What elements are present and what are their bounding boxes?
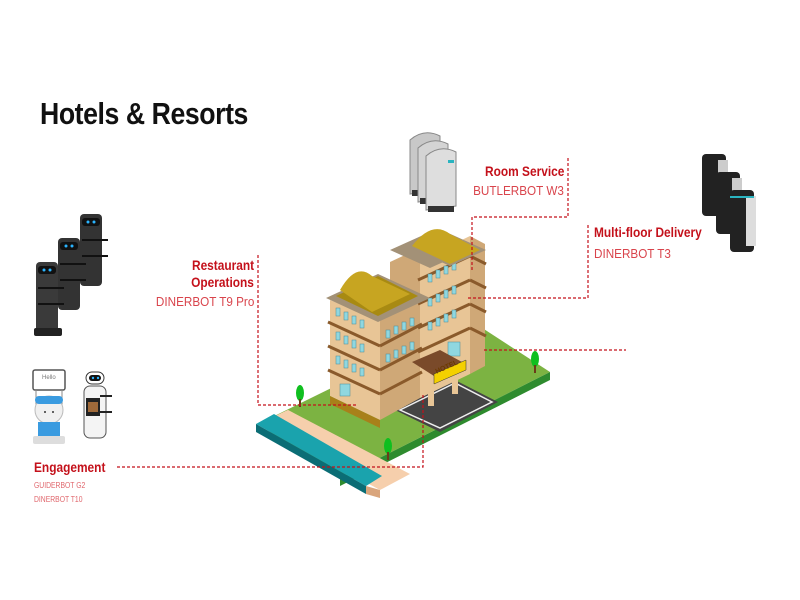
hotel-entrance	[412, 350, 467, 406]
restaurant-heading-line2: Operations	[191, 274, 254, 290]
dinerbot-t3-robots	[702, 154, 756, 252]
room-service-heading: Room Service	[484, 163, 564, 179]
connector-room-service	[471, 158, 569, 271]
guiderbot-screen-text: Hello	[42, 375, 56, 381]
tree-icon	[296, 351, 539, 460]
connector-multi-floor	[467, 225, 589, 299]
multi-floor-heading: Multi-floor Delivery	[594, 224, 702, 240]
room-service-product: BUTLERBOT W3	[473, 183, 564, 198]
engagement-heading: Engagement	[34, 459, 106, 475]
connector-engagement	[117, 395, 424, 468]
multi-floor-product: DINERBOT T3	[594, 246, 671, 261]
engagement-product-1: GUIDERBOT G2	[34, 481, 86, 490]
driveway	[395, 380, 498, 432]
restaurant-product: DINERBOT T9 Pro	[155, 294, 254, 309]
engagement-product-2: DINERBOT T10	[34, 495, 83, 504]
dinerbot-t10-robot	[83, 371, 112, 439]
page-title: Hotels & Resorts	[40, 96, 248, 131]
guiderbot-g2-robot	[32, 369, 66, 444]
dinerbot-t9-pro-robots	[34, 214, 108, 336]
connector-restaurant	[257, 255, 357, 406]
butlerbot-w3-robots	[409, 132, 457, 212]
hotel-building	[326, 229, 487, 428]
restaurant-heading-line1: Restaurant	[191, 257, 254, 273]
